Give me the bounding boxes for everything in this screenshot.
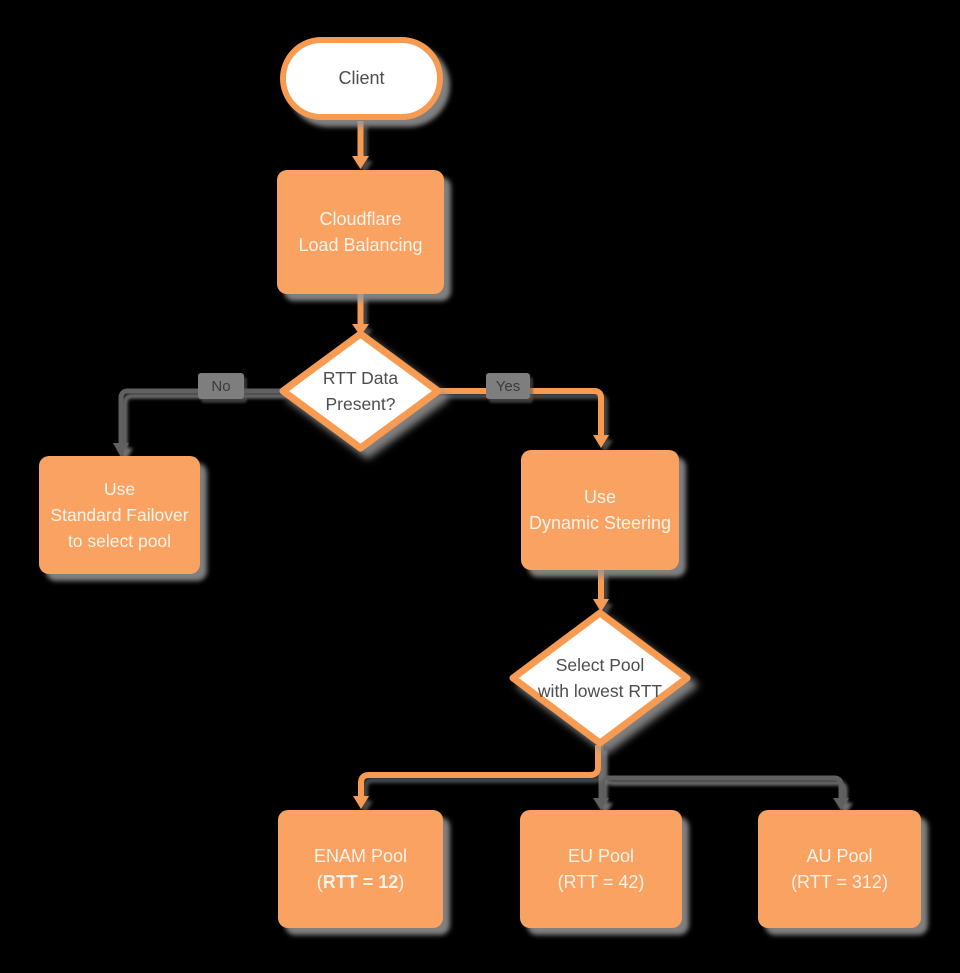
rtt-decision-line1: RTT Data (322, 368, 399, 388)
edge-to-au-pool (598, 769, 844, 799)
au-pool-rtt: (RTT = 312) (791, 872, 888, 892)
node-load-balancer: Cloudflare Load Balancing (277, 170, 444, 294)
standard-failover-line2: Standard Failover (50, 505, 189, 525)
standard-failover-line1: Use (103, 479, 136, 499)
node-rtt-decision-label: RTT Data Present? (283, 338, 438, 444)
client-label: Client (338, 68, 385, 88)
node-standard-failover: Use Standard Failover to select pool (39, 456, 200, 574)
dynamic-steering-line1: Use (583, 487, 616, 507)
select-pool-line1: Select Pool (555, 655, 645, 675)
arrowhead-rtt-decision (352, 324, 369, 336)
edge-no-to-standard-failover (118, 388, 287, 444)
rtt-decision-line2: Present? (325, 394, 396, 414)
node-client: Client (280, 37, 443, 120)
arrowhead-enam-pool (353, 796, 369, 809)
arrowhead-eu-pool (593, 798, 609, 810)
arrowhead-standard-failover (113, 443, 129, 457)
edge-to-enam-pool (358, 745, 601, 797)
node-eu-pool: EU Pool (RTT = 42) (520, 810, 682, 928)
node-select-pool-label: Select Pool with lowest RTT (513, 617, 687, 739)
gray-connectors (113, 388, 849, 810)
au-pool-name: AU Pool (806, 846, 873, 866)
enam-paren-open: ( (316, 872, 323, 892)
edge-label-yes: Yes (486, 373, 530, 399)
enam-rtt-value: RTT = 12 (322, 872, 399, 892)
load-balancer-line1: Cloudflare (319, 209, 402, 229)
arrowhead-load-balancer (352, 156, 369, 169)
select-pool-line2: with lowest RTT (537, 681, 663, 701)
standard-failover-line3: to select pool (67, 531, 172, 551)
arrowhead-dynamic-steering (593, 435, 609, 448)
arrowhead-au-pool (833, 798, 849, 810)
edge-yes-to-dynamic-steering (436, 388, 604, 436)
enam-pool-name: ENAM Pool (313, 846, 408, 866)
rtt-decision-diamond (279, 330, 442, 452)
decision-shapes (279, 330, 691, 747)
load-balancer-line2: Load Balancing (298, 235, 423, 255)
eu-pool-name: EU Pool (567, 846, 635, 866)
select-pool-diamond (509, 609, 691, 747)
node-enam-pool: ENAM Pool (RTT = 12) (278, 810, 443, 928)
orange-connectors (352, 121, 609, 809)
edge-label-no: No (198, 373, 244, 399)
enam-pool-rtt: (RTT = 12) (317, 869, 405, 895)
node-au-pool: AU Pool (RTT = 312) (758, 810, 921, 928)
yes-label-text: Yes (495, 377, 521, 395)
no-label-text: No (211, 377, 231, 395)
arrowhead-select-pool (593, 599, 609, 612)
eu-pool-rtt: (RTT = 42) (557, 872, 645, 892)
dynamic-steering-line2: Dynamic Steering (528, 513, 672, 533)
enam-paren-close: ) (398, 872, 405, 892)
node-dynamic-steering: Use Dynamic Steering (521, 450, 679, 570)
